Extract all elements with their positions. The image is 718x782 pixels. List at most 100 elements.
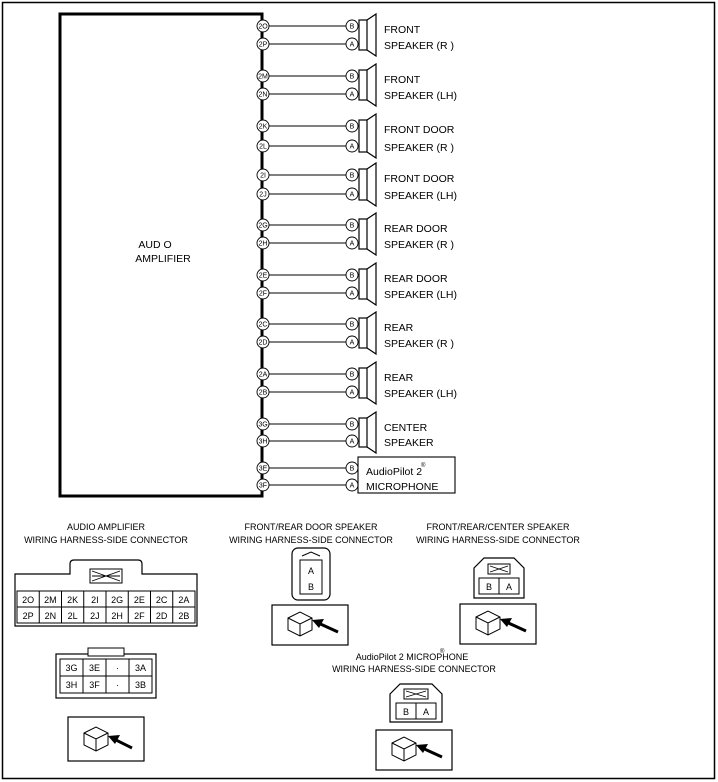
speaker-subname: SPEAKER (LH) <box>384 289 457 301</box>
mic-connector: B A <box>375 683 453 771</box>
speaker-name: REAR DOOR <box>384 273 448 285</box>
amp-connector-cell: 2I <box>91 595 99 605</box>
amp-connector-cell: 2H <box>111 611 123 621</box>
amp-terminal-label: 2P <box>259 42 268 49</box>
speaker-subname: SPEAKER (LH) <box>384 190 457 202</box>
speaker-subname: SPEAKER (R ) <box>384 338 454 350</box>
amp-terminal <box>256 367 270 381</box>
speaker-symbol <box>358 317 368 349</box>
amp-connector-cell: 2P <box>23 611 34 621</box>
speaker-pin-label: B <box>350 372 355 379</box>
speaker-name: CENTER <box>384 422 428 434</box>
speaker-pin <box>345 119 359 133</box>
speaker-subname: SPEAKER (LH) <box>384 388 457 400</box>
amp-terminal-label: 2C <box>259 322 268 329</box>
speaker-pin <box>345 139 359 153</box>
amp-terminal-label: 2M <box>258 74 268 81</box>
amp2-connector-cell: 3B <box>135 680 146 690</box>
amp2-connector-cell: 3F <box>89 680 100 690</box>
speaker-pin-label: A <box>350 92 355 99</box>
microphone-sup: ® <box>421 462 426 469</box>
amp-terminal-label: 3F <box>259 483 267 490</box>
amp-terminal <box>256 119 270 133</box>
door-pin-a: A <box>308 566 314 576</box>
center-connector-title-1: FRONT/REAR/CENTER SPEAKER <box>426 522 570 532</box>
speaker-pin <box>345 434 359 448</box>
amp2-connector-cell: · <box>116 680 119 690</box>
amp-terminal <box>256 168 270 182</box>
door-connector-title-2: WIRING HARNESS-SIDE CONNECTOR <box>229 535 393 545</box>
center-pin-a: A <box>506 582 512 592</box>
mic-connector-title-2: WIRING HARNESS-SIDE CONNECTOR <box>332 664 496 674</box>
amp-terminal <box>256 236 270 250</box>
amp-terminal <box>256 317 270 331</box>
amp-terminal <box>256 478 270 492</box>
audio-amplifier: AUD O AMPLIFIER <box>58 12 264 498</box>
speaker-pin-label: B <box>350 322 355 329</box>
speaker-symbol <box>358 367 368 399</box>
speaker-subname: SPEAKER (R ) <box>384 142 454 154</box>
speaker-pin <box>345 168 359 182</box>
amp-connector-cell: 2L <box>68 611 78 621</box>
connector-views: AUDIO AMPLIFIER WIRING HARNESS-SIDE CONN… <box>14 522 580 771</box>
amp-terminal <box>256 139 270 153</box>
speaker-pin <box>345 385 359 399</box>
speaker-symbol <box>358 218 368 250</box>
mic-pin-label: B <box>350 466 355 473</box>
speaker-pin-label: A <box>350 144 355 151</box>
center-connector-title-2: WIRING HARNESS-SIDE CONNECTOR <box>416 535 580 545</box>
amp-terminal-label: 2D <box>259 340 268 347</box>
microphone-box <box>357 456 456 494</box>
amp-terminal <box>256 87 270 101</box>
center-pin-b: B <box>486 582 492 592</box>
speaker-pin-label: A <box>350 340 355 347</box>
amp-connector-cell: 2A <box>178 595 189 605</box>
speaker-pin-label: A <box>350 439 355 446</box>
amp-terminal <box>256 69 270 83</box>
amp-connector-cell: 2F <box>134 611 145 621</box>
center-connector: B A <box>459 557 537 645</box>
amp-terminal <box>256 417 270 431</box>
amplifier-label-2: AMPLIFIER <box>135 253 191 265</box>
amp-terminal <box>256 37 270 51</box>
amp-terminal-label: 2K <box>259 124 268 131</box>
amp-connector-cell: 2N <box>45 611 57 621</box>
speaker-name: FRONT <box>384 74 421 86</box>
speaker-pin <box>345 335 359 349</box>
mic-connector-sup: ® <box>440 648 445 655</box>
speaker-name: REAR <box>384 372 414 384</box>
speaker-pin <box>345 317 359 331</box>
amp-terminal <box>256 218 270 232</box>
speaker-pin <box>345 268 359 282</box>
speaker-pin-label: B <box>350 173 355 180</box>
amp-terminal <box>256 19 270 33</box>
door-connector-title-1: FRONT/REAR DOOR SPEAKER <box>244 522 378 532</box>
speaker-pin-label: A <box>350 291 355 298</box>
door-connector: A B <box>271 547 349 646</box>
speaker-subname: SPEAKER <box>384 437 434 449</box>
speaker-pin <box>345 69 359 83</box>
speaker-subname: SPEAKER (LH) <box>384 90 457 102</box>
amp2-connector-cell: 3E <box>89 663 100 673</box>
speaker-name: REAR <box>384 322 414 334</box>
speaker-pin-label: B <box>350 422 355 429</box>
amp-connector-cell: 2M <box>44 595 57 605</box>
amp-connector-title-2: WIRING HARNESS-SIDE CONNECTOR <box>24 535 188 545</box>
amplifier-box <box>58 12 264 498</box>
amp-connector-cell: 2G <box>111 595 123 605</box>
speaker-pin <box>345 286 359 300</box>
mic-connector-title-1: AudioPilot 2 MICROPHONE <box>356 652 469 662</box>
speaker-name: FRONT <box>384 24 421 36</box>
speaker-pin <box>345 37 359 51</box>
mic-pin-b: B <box>403 707 409 717</box>
